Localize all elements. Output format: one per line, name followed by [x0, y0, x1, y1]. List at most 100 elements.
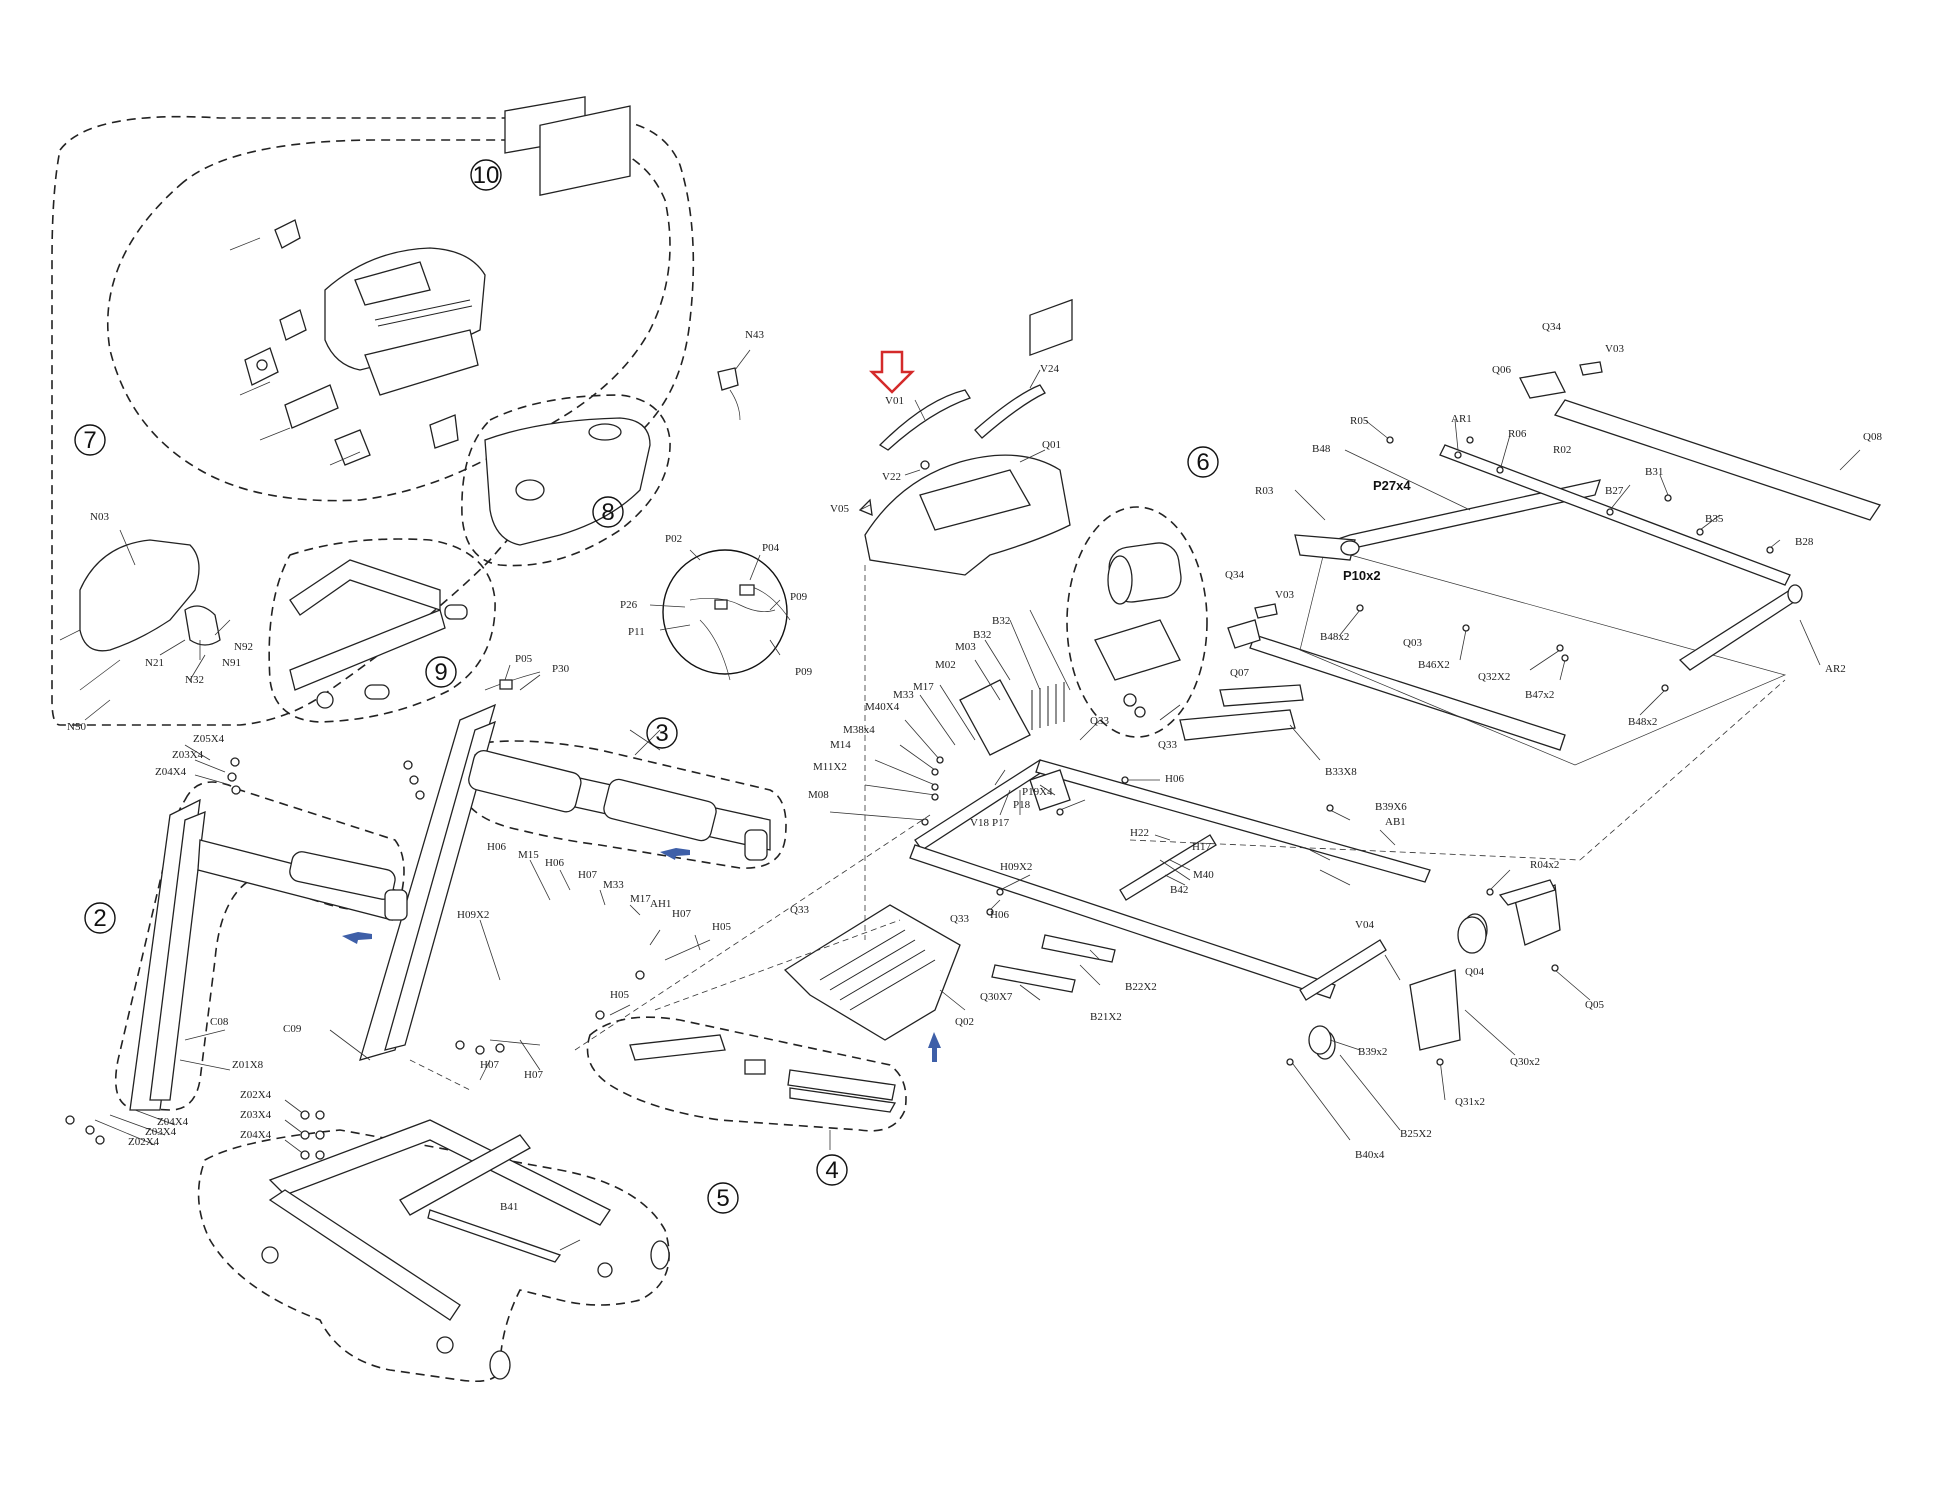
label-q30b: Q30x2 — [1510, 1056, 1540, 1068]
label-p18: P18 — [1013, 799, 1031, 811]
label-m17b: M17 — [630, 893, 651, 905]
left-upright-inner — [149, 810, 206, 1101]
blue-arrow-tray — [928, 1032, 941, 1062]
outline-group-2 — [114, 781, 405, 1111]
main-frame-rear-cross — [1299, 939, 1387, 1001]
outline-group-5 — [197, 1129, 670, 1383]
label-z03c: Z03X4 — [145, 1126, 177, 1138]
callout-9: 9 — [434, 659, 447, 686]
label-q32: Q32X2 — [1478, 671, 1510, 683]
label-b41: B41 — [500, 1201, 518, 1213]
label-z02a: Z02X4 — [240, 1089, 272, 1101]
label-b31: B31 — [1645, 466, 1663, 478]
wiring-detail — [662, 549, 791, 681]
hood-trim-right — [974, 384, 1046, 439]
rear-end-cap-right — [1409, 969, 1461, 1051]
rail-channel — [787, 1069, 896, 1101]
label-b33: B33X8 — [1325, 766, 1357, 778]
plate-b33 — [1179, 709, 1296, 741]
label-q03: Q03 — [1403, 637, 1422, 649]
label-p17: P17 — [992, 817, 1010, 829]
label-ab1: AB1 — [1385, 816, 1406, 828]
label-q33a: Q33 — [1090, 715, 1109, 727]
label-n21: N21 — [145, 657, 164, 669]
label-z02b: Z02X4 — [128, 1136, 160, 1148]
foot-clip-q07 — [1227, 619, 1261, 649]
label-q33b: Q33 — [1158, 739, 1177, 751]
label-h07c: H07 — [480, 1059, 499, 1071]
rear-roller — [1678, 589, 1802, 671]
small-plate-v03b — [1254, 603, 1278, 619]
label-m38: M38x4 — [843, 724, 875, 736]
assembly-callouts: 10 7 8 9 3 2 4 5 6 — [74, 159, 1219, 1214]
console-switch-right — [279, 309, 307, 341]
fasteners — [65, 436, 1774, 1160]
label-h09b: H09X2 — [457, 909, 489, 921]
main-frame-long-rail-b — [909, 844, 1336, 999]
label-p09a: P09 — [790, 591, 808, 603]
label-q34a: Q34 — [1542, 321, 1561, 333]
rail-channel-lower — [789, 1087, 897, 1113]
label-m33b: M33 — [603, 879, 624, 891]
label-z05: Z05X4 — [193, 733, 225, 745]
wiring-ring — [662, 549, 788, 675]
plug-n43 — [717, 367, 739, 391]
front-roller-bracket — [1294, 534, 1356, 561]
label-q30a: Q30X7 — [980, 991, 1013, 1003]
console-clip — [429, 414, 459, 449]
label-h06a: H06 — [1165, 773, 1184, 785]
label-v24: V24 — [1040, 363, 1059, 375]
assembly-outlines — [51, 115, 1208, 1383]
base-frame-crossbar — [399, 1134, 531, 1216]
label-h06b: H06 — [990, 909, 1009, 921]
callout-8: 8 — [601, 499, 614, 526]
deck-outline — [1299, 547, 1787, 766]
right-upright-inner — [384, 720, 496, 1051]
handrail-grip — [184, 605, 221, 646]
motor-assembly — [1094, 542, 1182, 718]
label-q33c: Q33 — [790, 904, 809, 916]
label-b40: B40x4 — [1355, 1149, 1385, 1161]
label-r06: R06 — [1508, 428, 1527, 440]
console-key-plate — [284, 384, 339, 429]
label-q33d: Q33 — [950, 913, 969, 925]
label-m33a: M33 — [893, 689, 914, 701]
label-q08: Q08 — [1863, 431, 1882, 443]
label-h17: H17 — [1192, 841, 1211, 853]
deck-assembly — [991, 361, 1882, 1055]
direction-arrows — [342, 350, 941, 1062]
label-b32b: B32 — [973, 629, 991, 641]
main-frame-long-rail-a — [1035, 759, 1431, 883]
console-cover-assembly — [484, 417, 651, 546]
outline-group-6 — [1066, 506, 1208, 738]
label-p02: P02 — [665, 533, 682, 545]
label-b21: B21X2 — [1090, 1011, 1122, 1023]
label-q01: Q01 — [1042, 439, 1061, 451]
label-z03a: Z03X4 — [172, 749, 204, 761]
label-q06: Q06 — [1492, 364, 1511, 376]
label-ar1: AR1 — [1451, 413, 1472, 425]
plate-b21 — [991, 964, 1076, 993]
label-b25: B25X2 — [1400, 1128, 1432, 1140]
label-m03: M03 — [955, 641, 976, 653]
label-v04: V04 — [1355, 919, 1374, 931]
label-m02: M02 — [935, 659, 956, 671]
label-z01: Z01X8 — [232, 1059, 264, 1071]
outline-group-8 — [461, 394, 671, 567]
label-q05: Q05 — [1585, 999, 1604, 1011]
cover-bracket-q06 — [1519, 371, 1566, 399]
side-bracket — [629, 1034, 726, 1061]
leader-lines — [84, 349, 1861, 1251]
outline-group-9 — [268, 538, 496, 723]
label-m11: M11X2 — [813, 761, 847, 773]
motor-bracket — [1094, 619, 1181, 681]
label-p26: P26 — [620, 599, 638, 611]
label-h09a: H09X2 — [1000, 861, 1032, 873]
callout-10: 10 — [473, 162, 500, 189]
label-v01: V01 — [885, 395, 904, 407]
console-display — [354, 261, 431, 306]
label-q34b: Q34 — [1225, 569, 1244, 581]
label-ar2: AR2 — [1825, 663, 1846, 675]
console-lower-tray — [364, 329, 479, 396]
